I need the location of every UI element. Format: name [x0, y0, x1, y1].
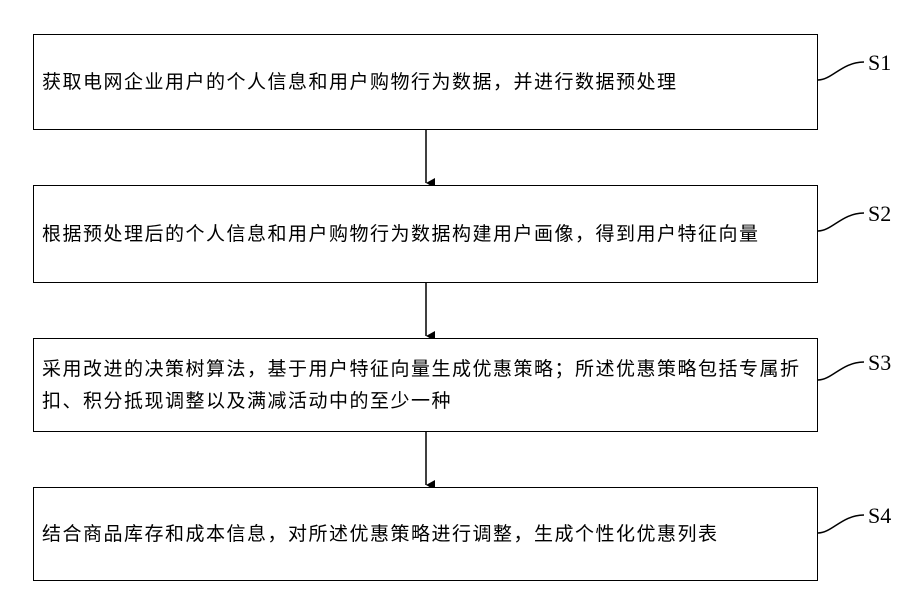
step-text-s4: 结合商品库存和成本信息，对所述优惠策略进行调整，生成个性化优惠列表: [42, 518, 719, 550]
step-box-s3: 采用改进的决策树算法，基于用户特征向量生成优惠策略；所述优惠策略包括专属折扣、积…: [33, 338, 818, 432]
step-box-s2: 根据预处理后的个人信息和用户购物行为数据构建用户画像，得到用户特征向量: [33, 185, 818, 283]
step-text-s1: 获取电网企业用户的个人信息和用户购物行为数据，并进行数据预处理: [42, 66, 678, 98]
step-box-s1: 获取电网企业用户的个人信息和用户购物行为数据，并进行数据预处理: [33, 34, 818, 130]
leader-s2: [818, 213, 864, 231]
step-label-s1: S1: [868, 50, 891, 76]
step-text-s3: 采用改进的决策树算法，基于用户特征向量生成优惠策略；所述优惠策略包括专属折扣、积…: [42, 353, 803, 417]
step-box-s4: 结合商品库存和成本信息，对所述优惠策略进行调整，生成个性化优惠列表: [33, 487, 818, 581]
leader-s4: [818, 515, 864, 533]
leader-s3: [818, 362, 864, 380]
step-label-s3: S3: [868, 350, 891, 376]
step-label-s4: S4: [868, 503, 891, 529]
step-label-s2: S2: [868, 201, 891, 227]
step-text-s2: 根据预处理后的个人信息和用户购物行为数据构建用户画像，得到用户特征向量: [42, 218, 760, 250]
leader-s1: [818, 62, 864, 80]
